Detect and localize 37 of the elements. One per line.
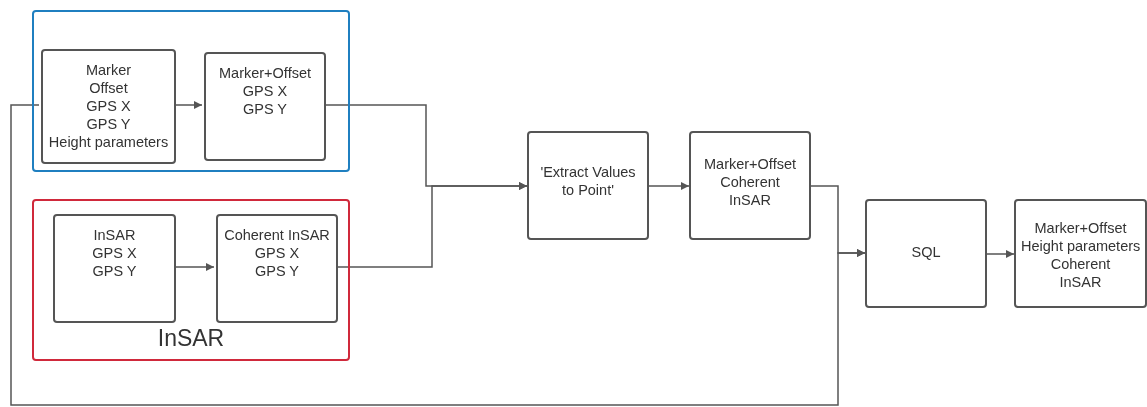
process-box xyxy=(204,52,326,161)
box-text: InSAR xyxy=(1059,273,1102,291)
group-frame xyxy=(32,10,350,172)
box-text: GPS X xyxy=(254,244,300,262)
process-box xyxy=(1014,199,1147,308)
process-box xyxy=(41,49,176,164)
box-text: Marker+Offset xyxy=(219,64,311,82)
arrow xyxy=(10,104,866,406)
box-text: GPS Y xyxy=(92,262,137,280)
box-text: Offset xyxy=(89,79,128,97)
box-text: GPS X xyxy=(242,82,288,100)
box-text: InSAR xyxy=(729,191,771,209)
box-text: Height parameters xyxy=(1021,237,1140,255)
process-box xyxy=(216,214,338,323)
group-frame xyxy=(32,199,350,361)
box-text: GPS Y xyxy=(242,100,288,118)
box-text: InSAR xyxy=(93,226,136,244)
process-box xyxy=(527,131,649,240)
process-box xyxy=(689,131,811,240)
group-title: InSAR xyxy=(156,325,226,351)
box-text: GPS X xyxy=(86,97,131,115)
arrow xyxy=(648,182,690,190)
box-text: Height parameters xyxy=(48,133,169,151)
process-box xyxy=(53,214,176,323)
box-text: 'Extract Values to Point' xyxy=(539,163,637,199)
box-text: SQL xyxy=(911,243,941,261)
box-text: Marker+Offset xyxy=(704,155,796,173)
box-text: Coherent xyxy=(720,173,780,191)
box-text: GPS Y xyxy=(86,115,131,133)
process-box xyxy=(865,199,987,308)
box-text: Marker xyxy=(85,61,132,79)
arrow xyxy=(986,250,1015,258)
box-text: Marker+Offset xyxy=(1034,219,1127,237)
box-text: Coherent InSAR xyxy=(224,226,330,244)
box-text: Coherent xyxy=(1050,255,1111,273)
box-text: GPS X xyxy=(92,244,137,262)
box-text: GPS Y xyxy=(254,262,300,280)
